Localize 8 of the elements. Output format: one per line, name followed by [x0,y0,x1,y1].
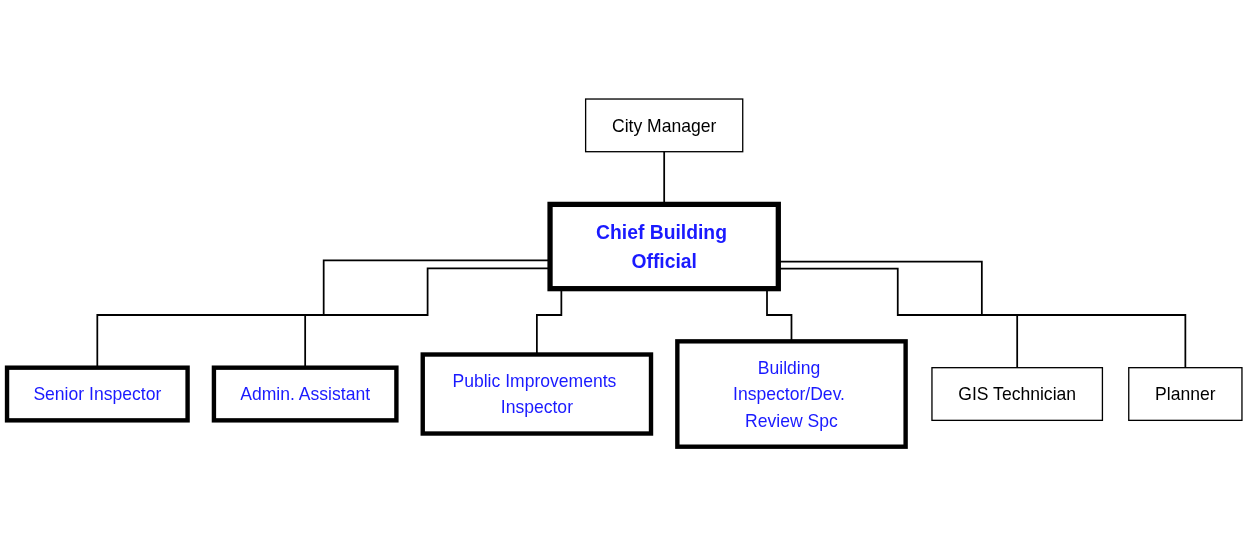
node-box: Planner [1128,367,1243,422]
node-box: Senior Inspector [4,365,190,423]
node-box: Chief Building Official [547,201,781,292]
node-box: GIS Technician [931,367,1104,422]
node-box: Building Inspector/Dev. Review Spc [675,339,908,450]
node-box: City Manager [584,98,744,153]
node-box: Admin. Assistant [211,365,399,423]
node-box: Public Improvements Inspector [420,352,654,436]
